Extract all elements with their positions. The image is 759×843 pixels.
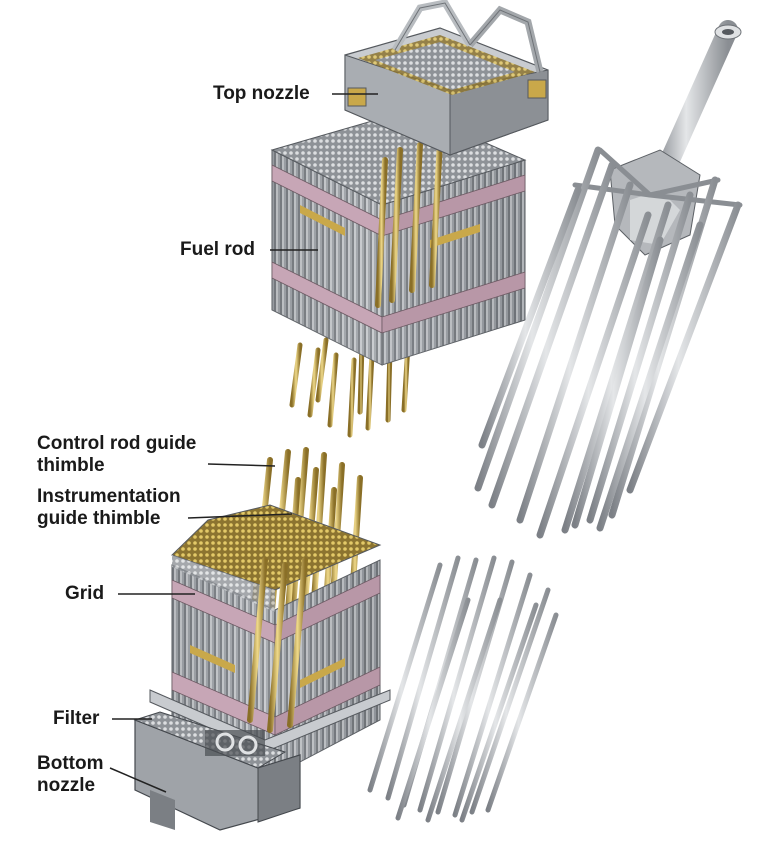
upper-assembly <box>270 0 549 438</box>
leader-control-rod-guide-thimble <box>207 463 276 467</box>
label-instrumentation-guide-thimble-line2: guide thimble <box>37 508 161 529</box>
lower-assembly <box>133 447 391 831</box>
label-instrumentation-guide-thimble-line1: Instrumentation <box>37 486 181 507</box>
control-rod-cluster <box>474 20 743 539</box>
label-control-rod-guide-thimble-line1: Control rod guide <box>37 433 197 454</box>
lower-rodlet-bundle <box>367 555 559 823</box>
leader-bottom-nozzle <box>109 767 167 793</box>
label-grid: Grid <box>65 583 105 604</box>
bottom-nozzle <box>133 711 301 831</box>
label-bottom-nozzle: Bottom nozzle <box>37 753 103 797</box>
label-top-nozzle: Top nozzle <box>213 83 310 104</box>
label-control-rod-guide-thimble-line2: thimble <box>37 455 105 476</box>
leader-instrumentation-guide-thimble <box>187 513 293 519</box>
top-nozzle <box>344 0 549 156</box>
label-fuel-rod: Fuel rod <box>180 239 255 260</box>
leader-lines <box>109 93 378 793</box>
label-bottom-nozzle-line1: Bottom <box>37 753 104 774</box>
label-instrumentation-guide-thimble: Instrumentation guide thimble <box>37 486 181 530</box>
label-filter: Filter <box>53 708 100 729</box>
label-control-rod-guide-thimble: Control rod guide thimble <box>37 433 196 477</box>
label-bottom-nozzle-line2: nozzle <box>37 775 96 796</box>
